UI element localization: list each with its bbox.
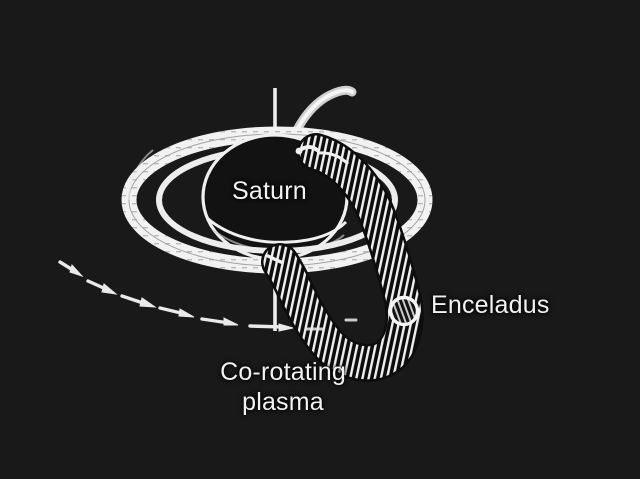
plasma-arrow <box>248 323 294 332</box>
plasma-arrow <box>158 306 195 318</box>
enceladus-moon <box>388 295 420 327</box>
plasma-arrow <box>200 317 239 326</box>
plasma-arrow <box>58 260 84 278</box>
saturn-label: Saturn <box>232 177 307 205</box>
plasma-arrow <box>86 279 118 295</box>
enceladus-label: Enceladus <box>431 291 550 319</box>
co-rotating-plasma-arrow-chain <box>58 260 358 332</box>
co-rotating-plasma-label: Co-rotating plasma <box>190 357 376 417</box>
plasma-arrow <box>120 294 157 308</box>
spin-direction-arc <box>287 85 357 145</box>
co-rotating-plasma-label-line2: plasma <box>242 388 324 416</box>
enceladus-flux-tube <box>261 133 424 382</box>
co-rotating-plasma-label-line1: Co-rotating <box>220 358 346 386</box>
ring-edge-detail <box>128 149 154 201</box>
plasma-flow-dashes <box>304 318 358 331</box>
